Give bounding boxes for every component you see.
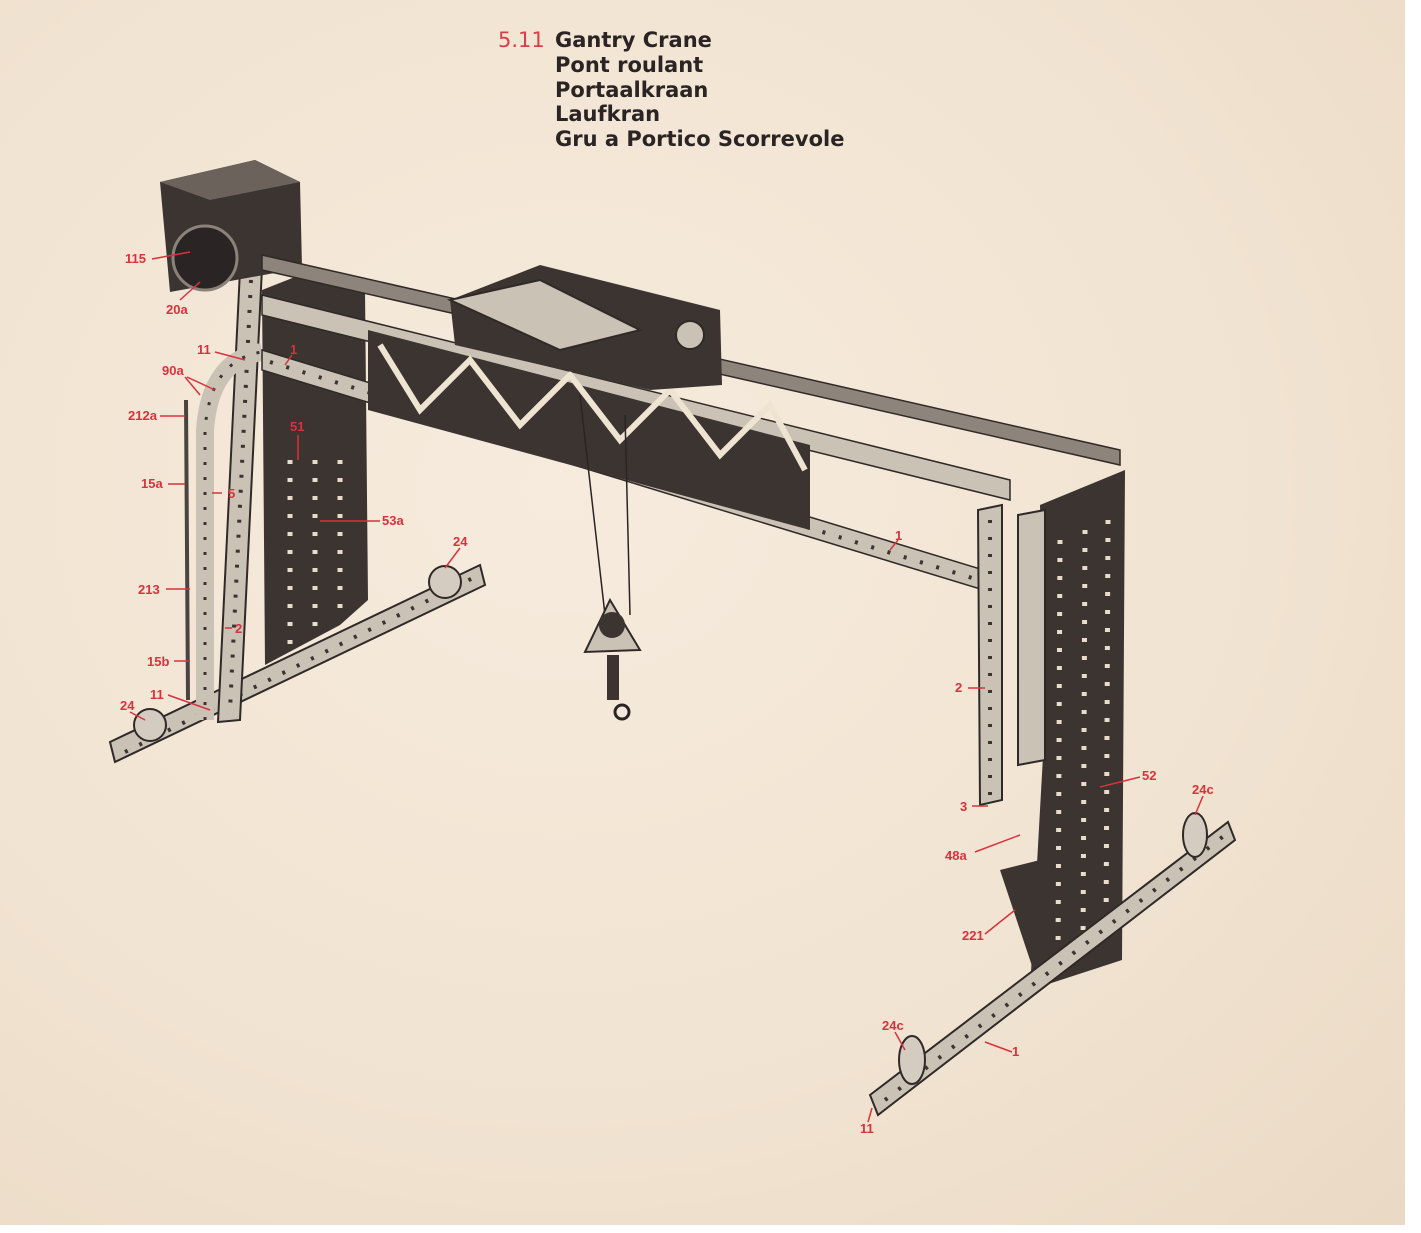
part-label: 3 xyxy=(960,799,968,814)
leader-lines xyxy=(129,251,1204,1123)
part-label: 52 xyxy=(1142,768,1157,783)
part-label: 51 xyxy=(290,419,305,434)
part-label: 212a xyxy=(128,408,157,423)
part-label: 1 xyxy=(1012,1044,1020,1059)
part-label: 1 xyxy=(895,528,903,543)
model-names: Gantry Crane Pont roulant Portaalkraan L… xyxy=(555,28,844,152)
part-label: 213 xyxy=(138,582,160,597)
part-label: 2 xyxy=(235,621,243,636)
part-label: 1 xyxy=(290,342,298,357)
part-label: 24 xyxy=(120,698,135,713)
part-label: 24c xyxy=(882,1018,904,1033)
name-italian: Gru a Portico Scorrevole xyxy=(555,127,845,152)
part-label: 20a xyxy=(166,302,188,317)
part-label: 48a xyxy=(945,848,967,863)
part-label: 11 xyxy=(860,1121,874,1136)
part-label: 11 xyxy=(150,687,164,702)
name-english: Gantry Crane xyxy=(555,28,712,52)
hook-block xyxy=(579,394,642,721)
name-french: Pont roulant xyxy=(555,52,704,77)
part-label: 15a xyxy=(141,476,163,491)
part-label: 24 xyxy=(453,534,468,549)
name-german: Laufkran xyxy=(555,102,661,127)
name-dutch: Portaalkraan xyxy=(555,77,709,102)
part-label: 53a xyxy=(382,513,404,528)
part-label: 24c xyxy=(1192,782,1214,797)
part-label: 15b xyxy=(147,654,170,669)
part-label: 5 xyxy=(228,486,236,501)
part-label: 90a xyxy=(162,363,184,378)
model-number: 5.11 xyxy=(498,28,545,52)
right-base-rail xyxy=(868,812,1237,1117)
part-label: 11 xyxy=(197,342,211,357)
part-label: 221 xyxy=(962,928,984,943)
trolley xyxy=(446,265,722,390)
part-label: 115 xyxy=(125,251,146,266)
part-label: 2 xyxy=(955,680,963,695)
right-tower xyxy=(976,470,1125,990)
